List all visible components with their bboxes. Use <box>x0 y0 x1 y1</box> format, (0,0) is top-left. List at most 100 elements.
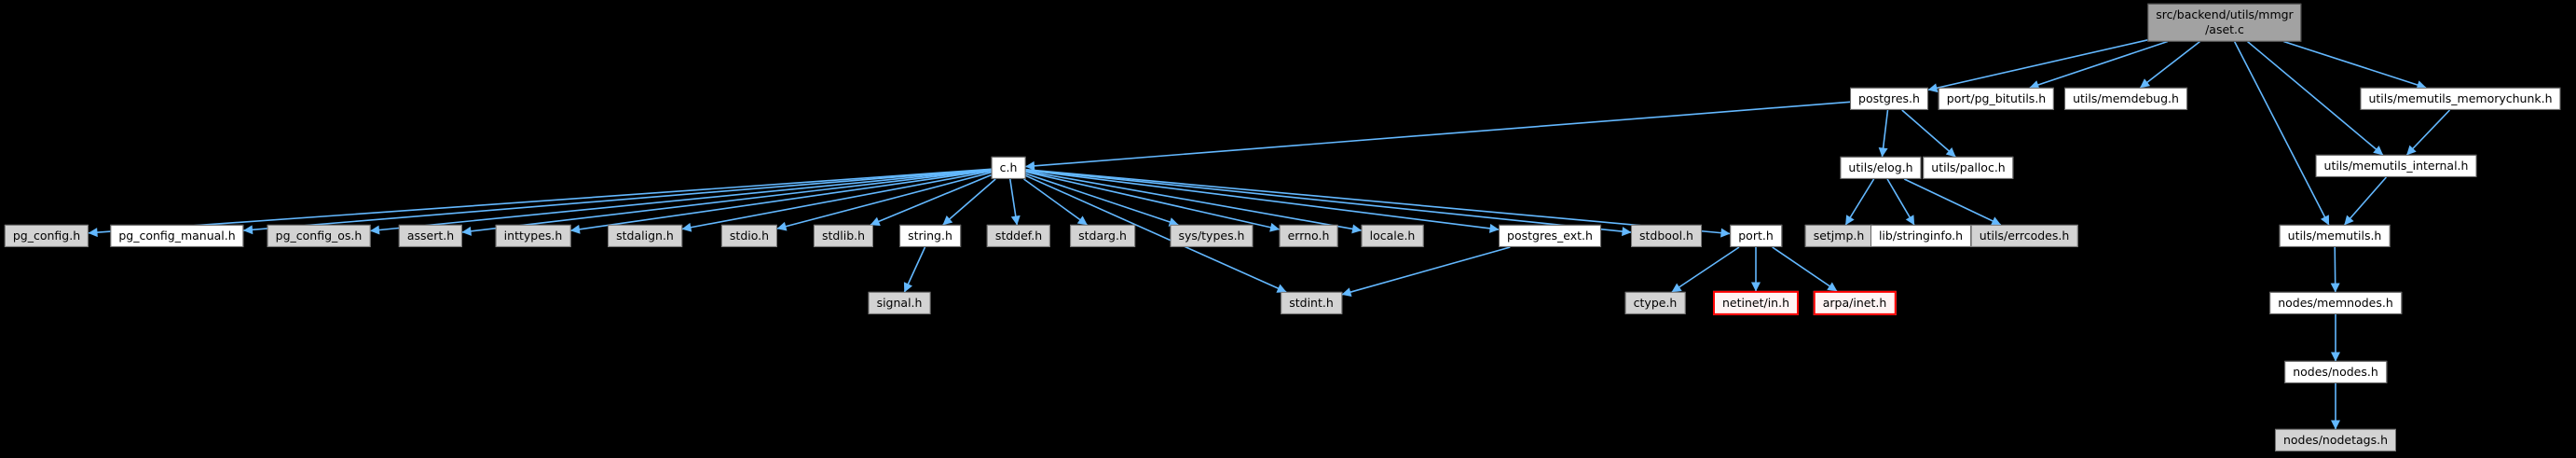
node-label: netinet/in.h <box>1721 295 1790 310</box>
edge-c-h--sys-types-h <box>1025 173 1179 227</box>
node-arpa-inet-h[interactable]: arpa/inet.h <box>1813 290 1897 316</box>
node-memnodes-h[interactable]: nodes/memnodes.h <box>2269 291 2402 315</box>
node-label: stdlib.h <box>821 228 866 243</box>
node-memdebug-h[interactable]: utils/memdebug.h <box>2064 87 2187 111</box>
node-port-h[interactable]: port.h <box>1730 224 1782 248</box>
node-pg-config-manual-h[interactable]: pg_config_manual.h <box>110 224 244 248</box>
node-label: inttypes.h <box>503 228 563 243</box>
node-errno-h: errno.h <box>1279 224 1338 248</box>
edge-postgres-h--elog-h <box>1878 109 1889 158</box>
node-label: stdio.h <box>729 228 770 243</box>
node-pg-config-h: pg_config.h <box>4 224 89 248</box>
node-c-h[interactable]: c.h <box>991 156 1026 180</box>
node-label: pg_config_manual.h <box>118 228 236 243</box>
edge-elog-h--setjmp-h <box>1844 178 1875 226</box>
node-pg-config-os-h: pg_config_os.h <box>267 224 371 248</box>
edge-c-h--stdbool-h <box>1025 169 1632 237</box>
node-label: nodes/memnodes.h <box>2278 295 2393 310</box>
node-label: nodes/nodetags.h <box>2282 432 2389 447</box>
node-label: arpa/inet.h <box>1822 295 1887 310</box>
node-label: ctype.h <box>1633 295 1678 310</box>
node-label: pg_config.h <box>12 228 81 243</box>
edge-c-h--inttypes-h <box>570 169 992 234</box>
node-errcodes-h: utils/errcodes.h <box>1970 224 2078 248</box>
node-sys-types-h: sys/types.h <box>1170 224 1254 248</box>
node-stdarg-h: stdarg.h <box>1070 224 1135 248</box>
node-nodes-h[interactable]: nodes/nodes.h <box>2284 360 2387 384</box>
node-label: utils/palloc.h <box>1931 160 2006 174</box>
node-stdint-h: stdint.h <box>1281 291 1342 315</box>
edge-c-h--stddef-h <box>1009 178 1021 226</box>
node-setjmp-h: setjmp.h <box>1804 224 1873 248</box>
node-palloc-h[interactable]: utils/palloc.h <box>1923 156 2014 180</box>
node-label: src/backend/utils/mmgr /aset.c <box>2156 7 2294 36</box>
edge-aset-c--memutils-internal-h <box>2246 40 2384 156</box>
edge-aset-c--memdebug-h <box>2140 40 2200 89</box>
node-label: utils/errcodes.h <box>1979 228 2070 243</box>
node-stdlib-h: stdlib.h <box>813 224 874 248</box>
edge-c-h--port-h <box>1025 168 1731 238</box>
node-inttypes-h: inttypes.h <box>495 224 571 248</box>
edge-c-h--pg-config-manual-h <box>243 168 992 235</box>
node-label: utils/memutils_memorychunk.h <box>2368 90 2553 105</box>
edge-c-h--postgres-ext-h <box>1025 169 1500 233</box>
node-memutils-memorychunk-h[interactable]: utils/memutils_memorychunk.h <box>2360 87 2561 111</box>
node-stdio-h: stdio.h <box>720 224 778 248</box>
node-label: stddef.h <box>994 228 1043 243</box>
edge-memutils-internal-h--memutils-h <box>2343 176 2388 226</box>
node-label: utils/elog.h <box>1848 160 1913 174</box>
node-ctype-h: ctype.h <box>1624 291 1686 315</box>
edge-aset-c--postgres-h <box>1927 39 2148 93</box>
node-netinet-in-h[interactable]: netinet/in.h <box>1712 290 1800 316</box>
node-assert-h: assert.h <box>398 224 463 248</box>
edge-elog-h--stringinfo-h <box>1886 178 1915 226</box>
edge-postgres-ext-h--stdint-h <box>1341 246 1511 297</box>
node-elog-h[interactable]: utils/elog.h <box>1840 156 1922 180</box>
node-memutils-internal-h[interactable]: utils/memutils_internal.h <box>2315 154 2477 178</box>
node-string-h[interactable]: string.h <box>899 224 961 248</box>
node-label: setjmp.h <box>1813 228 1865 243</box>
edge-c-h--stdarg-h <box>1023 178 1088 226</box>
edge-c-h--errno-h <box>1025 171 1280 232</box>
node-stdbool-h: stdbool.h <box>1631 224 1702 248</box>
node-stddef-h: stddef.h <box>986 224 1051 248</box>
edge-postgres-h--c-h <box>1025 101 1851 171</box>
node-nodetags-h: nodes/nodetags.h <box>2274 428 2397 452</box>
node-label: pg_config_os.h <box>275 228 363 243</box>
edge-c-h--string-h <box>942 178 996 226</box>
node-postgres-h[interactable]: postgres.h <box>1850 87 1928 111</box>
node-label: signal.h <box>876 295 923 310</box>
edge-port-h--arpa-inet-h <box>1772 246 1838 292</box>
node-label: utils/memutils_internal.h <box>2323 158 2469 173</box>
node-stringinfo-h[interactable]: lib/stringinfo.h <box>1870 224 1972 248</box>
node-label: c.h <box>999 160 1018 174</box>
edge-aset-c--memutils-memorychunk-h <box>2283 40 2427 90</box>
node-label: utils/memutils.h <box>2287 228 2382 243</box>
edge-c-h--stdalign-h <box>681 170 992 232</box>
edge-c-h--pg-config-h <box>88 168 992 238</box>
edge-memutils-h--memnodes-h <box>2330 246 2340 293</box>
node-locale-h: locale.h <box>1361 224 1424 248</box>
node-signal-h: signal.h <box>868 291 931 315</box>
edge-memutils-memorychunk-h--memutils-internal-h <box>2405 109 2451 156</box>
node-label: sys/types.h <box>1178 228 1245 243</box>
node-label: nodes/nodes.h <box>2293 364 2378 379</box>
node-postgres-ext-h[interactable]: postgres_ext.h <box>1499 224 1601 248</box>
edge-c-h--locale-h <box>1025 170 1362 234</box>
node-label: port/pg_bitutils.h <box>1946 90 2047 105</box>
edge-postgres-h--palloc-h <box>1901 109 1956 158</box>
edge-c-h--pg-config-os-h <box>370 169 992 235</box>
edge-c-h--stdlib-h <box>870 173 992 226</box>
edge-c-h--stdio-h <box>776 172 992 231</box>
edge-string-h--signal-h <box>903 246 926 293</box>
node-aset-c: src/backend/utils/mmgr /aset.c <box>2147 3 2302 42</box>
node-label: locale.h <box>1369 228 1416 243</box>
node-label: assert.h <box>406 228 455 243</box>
node-memutils-h[interactable]: utils/memutils.h <box>2279 224 2391 248</box>
node-pg-bitutils-h[interactable]: port/pg_bitutils.h <box>1938 87 2055 111</box>
node-label: stdarg.h <box>1078 228 1127 243</box>
node-label: utils/memdebug.h <box>2073 90 2179 105</box>
node-label: postgres.h <box>1858 90 1920 105</box>
node-label: errno.h <box>1287 228 1330 243</box>
